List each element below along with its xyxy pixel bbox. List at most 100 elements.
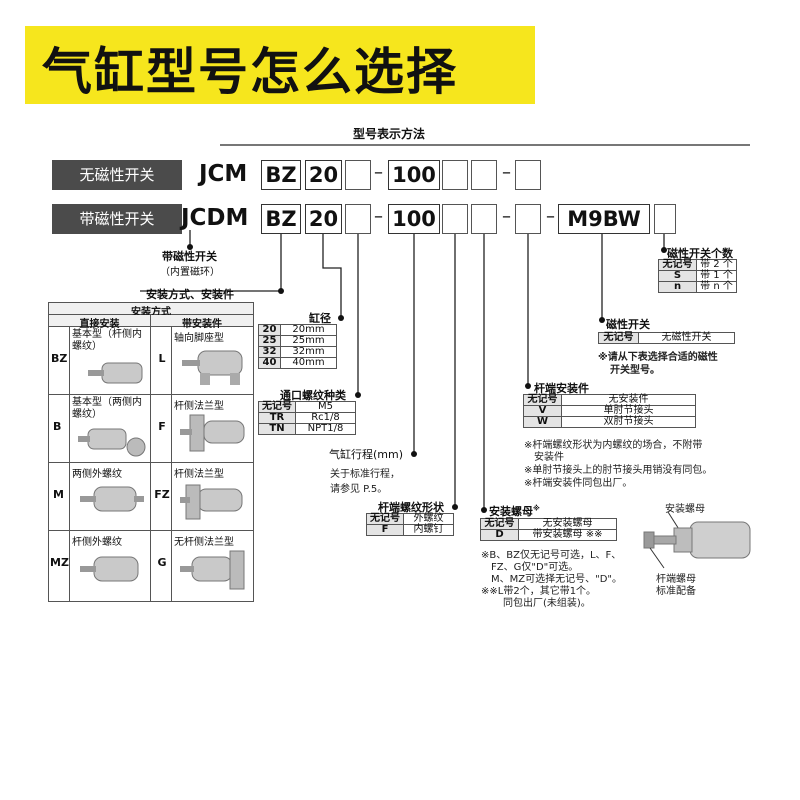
mount-code: M (53, 488, 64, 501)
rod-end-note: 安装件 (534, 452, 564, 463)
table-value-cell: 25mm (280, 335, 337, 347)
table-value-cell: 无安装螺母 (518, 518, 617, 530)
mount-desc: 基本型（两侧内螺纹） (72, 397, 142, 420)
stroke-box-2: 100 (388, 204, 440, 234)
cylinder-image (80, 556, 139, 582)
mount-cell: 基本型（两侧内螺纹） (69, 395, 151, 462)
switch-note2: 开关型号。 (610, 365, 660, 376)
mount-code: G (157, 556, 167, 569)
table-value-cell: 无磁性开关 (638, 332, 735, 344)
cylinder-image (180, 484, 243, 520)
table-value-cell: Rc1/8 (295, 412, 356, 424)
with-switch-prefix: JCDM (181, 205, 249, 231)
table-key-cell: 20 (258, 324, 281, 336)
table-value-cell: NPT1/8 (295, 423, 356, 435)
mount-caption: 安装方式、安装件 (146, 288, 234, 301)
magnet-note-line2: （内置磁环） (160, 267, 220, 278)
no-switch-prefix: JCM (199, 161, 248, 187)
cylinder-image (78, 428, 146, 457)
no-switch-label: 无磁性开关 (52, 160, 182, 190)
banner-title: 气缸型号怎么选择 (42, 43, 458, 101)
stroke-note1: 关于标准行程， (330, 469, 400, 480)
bore-box-1: 20 (305, 160, 342, 190)
rod-thread-box-1 (442, 160, 468, 190)
table-key-cell: 32 (258, 346, 281, 358)
rod-end-note: ※杆端安装件同包出厂。 (524, 478, 633, 489)
nut-box-2 (471, 204, 497, 234)
switch-title: 磁性开关 (606, 318, 650, 331)
table-value-cell: 外螺纹 (403, 513, 454, 525)
cylinder-image (88, 362, 143, 384)
mount-col-direct: 直接安装 (49, 315, 151, 330)
mount-code: BZ (51, 352, 68, 365)
table-value-cell: 32mm (280, 346, 337, 358)
mount-code-box-1: BZ (261, 160, 301, 190)
nut-note: 同包出厂(未组装)。 (503, 598, 591, 609)
table-key-cell: 无记号 (366, 513, 404, 525)
mount-row: B 基本型（两侧内螺纹） F 杆侧法兰型 (49, 395, 253, 463)
mount-table-title: 安装方式 (49, 303, 253, 318)
port-box-2 (345, 204, 371, 234)
cylinder-part-image (643, 512, 751, 569)
stroke-title: 气缸行程(mm) (329, 448, 404, 461)
table-value-cell: 无安装件 (561, 394, 696, 406)
mount-desc: 两侧外螺纹 (72, 469, 122, 480)
header-divider (220, 144, 750, 146)
nut-note: M、MZ可选择无记号、"D"。 (491, 574, 623, 585)
mount-row: MZ 杆侧外螺纹 G 无杆侧法兰型 (49, 531, 253, 601)
table-key-cell: V (523, 405, 562, 417)
mount-code: L (158, 352, 166, 365)
mount-cell: 杆侧法兰型 (171, 395, 253, 462)
port-title: 通口螺纹种类 (280, 389, 346, 402)
table-key-cell: W (523, 416, 562, 428)
mount-cell: 基本型（杆侧内螺纹） (69, 327, 151, 394)
cylinder-image (180, 550, 245, 590)
rod-end-box-1 (515, 160, 541, 190)
mount-cell: 杆侧外螺纹 (69, 531, 151, 601)
rod-end-title: 杆端安装件 (534, 382, 589, 395)
table-key-cell: F (366, 524, 404, 536)
table-key-cell: TN (258, 423, 296, 435)
mount-code: B (53, 420, 62, 433)
nut-note: ※※L带2个，其它带1个。 (481, 586, 597, 597)
table-key-cell: 25 (258, 335, 281, 347)
bore-box-2: 20 (305, 204, 342, 234)
rod-end-box-2 (515, 204, 541, 234)
mount-desc: 杆侧外螺纹 (72, 537, 122, 548)
section-title: 型号表示方法 (353, 127, 426, 141)
table-value-cell: 40mm (280, 357, 337, 369)
bore-title: 缸径 (309, 312, 331, 325)
dash-4: – (502, 206, 511, 227)
cylinder-image (182, 350, 243, 385)
nut-box-1 (471, 160, 497, 190)
mount-row: BZ 基本型（杆侧内螺纹） L 轴向脚座型 (49, 327, 253, 395)
mount-code-box-2: BZ (261, 204, 301, 234)
table-key-cell: S (658, 270, 697, 282)
mount-row: M 两侧外螺纹 FZ 杆侧法兰型 (49, 463, 253, 531)
switch-note1: ※请从下表选择合适的磁性 (598, 352, 718, 363)
nut-note: ※B、BZ仅无记号可选，L、F、 (481, 550, 622, 561)
table-key-cell: n (658, 281, 697, 293)
dash-1: – (374, 162, 383, 183)
mount-col-bracket: 带安装件 (151, 315, 253, 330)
magnet-note-line1: 带磁性开关 (162, 250, 217, 263)
with-switch-label: 带磁性开关 (52, 204, 182, 234)
table-key-cell: 无记号 (480, 518, 519, 530)
mount-cell: 杆侧法兰型 (171, 463, 253, 530)
table-value-cell: M5 (295, 401, 356, 413)
table-value-cell: 双肘节接头 (561, 416, 696, 428)
table-key-cell: 无记号 (658, 259, 697, 271)
switch-model-box: M9BW (558, 204, 650, 234)
mount-desc: 基本型（杆侧内螺纹） (72, 329, 142, 352)
table-key-cell: 无记号 (523, 394, 562, 406)
mount-desc: 无杆侧法兰型 (174, 537, 234, 548)
dash-3: – (374, 206, 383, 227)
table-value-cell: 带 1 个 (696, 270, 737, 282)
table-key-cell: D (480, 529, 519, 541)
nut-title: 安装螺母※ (489, 504, 540, 518)
nut-part-label: 安装螺母 (665, 504, 705, 515)
